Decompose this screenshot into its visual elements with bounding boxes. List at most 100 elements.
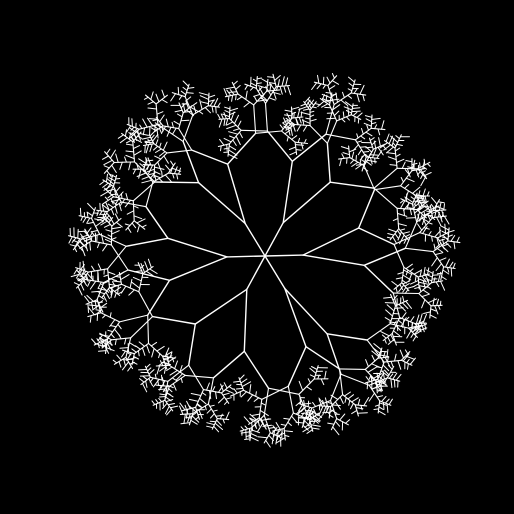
branch-segment — [103, 294, 107, 302]
branch-segment — [130, 316, 154, 339]
branch-segment — [86, 227, 92, 234]
branch-segment — [91, 290, 101, 293]
branch-segment — [410, 196, 415, 200]
branch-segment — [114, 197, 120, 206]
branch-segment — [419, 168, 427, 178]
branch-segment — [445, 241, 452, 248]
branch-segment — [383, 144, 392, 151]
branch-segment — [174, 360, 178, 370]
branch-segment — [142, 375, 148, 381]
branch-segment — [128, 161, 131, 171]
branch-segment — [178, 95, 183, 100]
branch-segment — [172, 357, 175, 363]
branch-segment — [408, 207, 414, 210]
branch-segment — [334, 420, 341, 427]
branch-segment — [147, 117, 154, 127]
branch-segment — [284, 287, 307, 348]
branch-segment — [404, 184, 410, 189]
branch-segment — [286, 136, 289, 142]
branch-segment — [384, 356, 391, 367]
branch-segment — [377, 128, 381, 136]
branch-segment — [303, 124, 308, 132]
branch-segment — [294, 144, 304, 146]
branch-segment — [208, 94, 216, 98]
branch-segment — [144, 144, 146, 154]
branch-segment — [229, 107, 239, 112]
branch-segment — [264, 221, 284, 257]
branch-segment — [275, 422, 281, 430]
branch-segment — [145, 270, 154, 277]
branch-segment — [96, 338, 101, 343]
branch-segment — [119, 314, 149, 323]
branch-segment — [244, 84, 249, 90]
branch-segment — [291, 135, 298, 140]
branch-segment — [166, 126, 172, 137]
branch-segment — [109, 174, 114, 185]
branch-segment — [196, 403, 201, 408]
branch-segment — [76, 244, 84, 252]
branch-segment — [210, 413, 215, 419]
branch-segment — [420, 208, 429, 214]
branch-segment — [126, 143, 134, 146]
branch-segment — [166, 384, 174, 389]
branch-segment — [309, 125, 328, 144]
branch-segment — [316, 415, 323, 421]
branch-segment — [302, 108, 310, 111]
branch-segment — [307, 378, 311, 384]
branch-segment — [248, 428, 251, 438]
branch-segment — [381, 396, 387, 403]
branch-segment — [263, 387, 270, 416]
branch-segment — [442, 236, 449, 240]
branch-segment — [186, 92, 194, 94]
branch-segment — [233, 114, 239, 125]
branch-segment — [420, 176, 426, 187]
branch-segment — [186, 109, 195, 117]
branch-segment — [347, 88, 353, 92]
branch-segment — [416, 196, 425, 198]
branch-segment — [264, 102, 268, 132]
branch-segment — [298, 404, 303, 412]
branch-segment — [373, 373, 383, 379]
branch-segment — [275, 83, 279, 91]
branch-segment — [223, 112, 227, 120]
branch-segment — [260, 417, 265, 426]
branch-segment — [157, 360, 165, 367]
branch-segment — [133, 205, 139, 209]
branch-segment — [290, 126, 293, 136]
branch-segment — [150, 341, 158, 347]
branch-segment — [151, 400, 156, 405]
branch-segment — [409, 326, 420, 330]
branch-segment — [129, 127, 137, 133]
branch-segment — [182, 140, 200, 184]
branch-segment — [397, 271, 404, 275]
branch-segment — [329, 409, 338, 414]
branch-segment — [156, 129, 159, 139]
branch-segment — [127, 365, 132, 372]
branch-segment — [80, 216, 84, 221]
branch-segment — [148, 172, 155, 176]
branch-segment — [348, 82, 354, 87]
branch-segment — [147, 314, 150, 344]
branch-segment — [141, 176, 150, 180]
branch-segment — [394, 307, 404, 309]
branch-segment — [443, 203, 445, 211]
branch-segment — [413, 269, 422, 275]
branch-segment — [152, 133, 159, 142]
branch-segment — [213, 98, 219, 107]
branch-segment — [317, 100, 325, 107]
branch-segment — [212, 350, 246, 379]
branch-segment — [307, 101, 312, 110]
branch-segment — [406, 285, 416, 289]
branch-segment — [419, 269, 422, 277]
branch-segment — [268, 426, 276, 429]
branch-segment — [243, 288, 248, 352]
branch-segment — [406, 358, 410, 364]
branch-segment — [405, 300, 412, 309]
branch-segment — [188, 364, 205, 391]
branch-segment — [371, 386, 378, 390]
branch-segment — [344, 397, 347, 403]
branch-segment — [182, 102, 186, 112]
branch-segment — [419, 313, 423, 324]
branch-segment — [74, 238, 81, 248]
